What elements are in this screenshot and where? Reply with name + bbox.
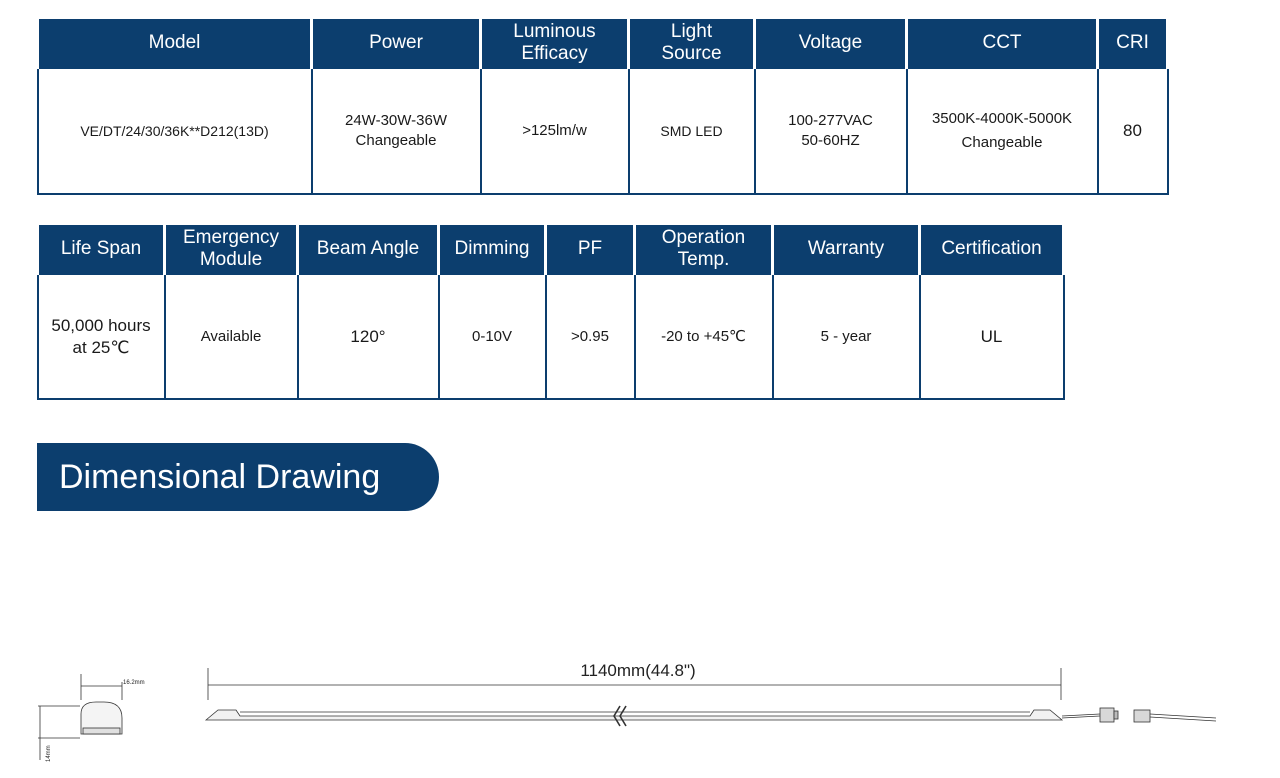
header-cct: CCT (905, 19, 1099, 68)
header-dimming: Dimming (437, 225, 547, 274)
cell-light-source: SMD LED (627, 67, 756, 195)
cell-cri: 80 (1096, 67, 1169, 195)
length-dimension-line (207, 668, 1062, 700)
cell-beam-angle: 120° (296, 273, 440, 400)
cell-dimming: 0-10V (437, 273, 547, 400)
cell-operation-temp: -20 to +45℃ (633, 273, 774, 400)
cell-model: VE/DT/24/30/36K**D212(13D) (36, 67, 313, 195)
dimensional-drawing: 16.2mm 14mm 1140mm(44.8") (38, 661, 1217, 762)
cross-section-view (38, 674, 123, 760)
header-model: Model (36, 19, 313, 68)
table-row: VE/DT/24/30/36K**D212(13D) 24W-30W-36W C… (36, 67, 1169, 195)
header-light-source: Light Source (627, 19, 756, 68)
cell-certification: UL (918, 273, 1065, 400)
header-emergency-module: Emergency Module (163, 225, 299, 274)
spec-table-electrical: Model Power Luminous Efficacy Light Sour… (36, 19, 1169, 195)
cell-luminous-efficacy: >125lm/w (479, 67, 630, 195)
height-label: 14mm (46, 745, 52, 762)
header-luminous-efficacy: Luminous Efficacy (479, 19, 630, 68)
header-voltage: Voltage (753, 19, 908, 68)
cell-warranty: 5 - year (771, 273, 921, 400)
cell-cct: 3500K-4000K-5000K Changeable (905, 67, 1099, 195)
header-warranty: Warranty (771, 225, 921, 274)
cell-life-span: 50,000 hours at 25℃ (36, 273, 166, 400)
section-title-banner: Dimensional Drawing (37, 443, 439, 511)
table-header-row: Model Power Luminous Efficacy Light Sour… (36, 19, 1169, 68)
spec-table-performance: Life Span Emergency Module Beam Angle Di… (36, 225, 1065, 400)
header-pf: PF (544, 225, 636, 274)
cell-pf: >0.95 (544, 273, 636, 400)
width-label: 16.2mm (123, 680, 145, 686)
length-label: 1140mm(44.8") (580, 661, 695, 680)
cell-power: 24W-30W-36W Changeable (310, 67, 482, 195)
cell-emergency-module: Available (163, 273, 299, 400)
header-operation-temp: Operation Temp. (633, 225, 774, 274)
cell-voltage: 100-277VAC 50-60HZ (753, 67, 908, 195)
connector-cable (1061, 707, 1217, 723)
fixture-side-view (204, 705, 1064, 727)
header-cri: CRI (1096, 19, 1169, 68)
header-beam-angle: Beam Angle (296, 225, 440, 274)
header-life-span: Life Span (36, 225, 166, 274)
table-header-row: Life Span Emergency Module Beam Angle Di… (36, 225, 1065, 274)
header-certification: Certification (918, 225, 1065, 274)
table-row: 50,000 hours at 25℃ Available 120° 0-10V… (36, 273, 1065, 400)
header-power: Power (310, 19, 482, 68)
